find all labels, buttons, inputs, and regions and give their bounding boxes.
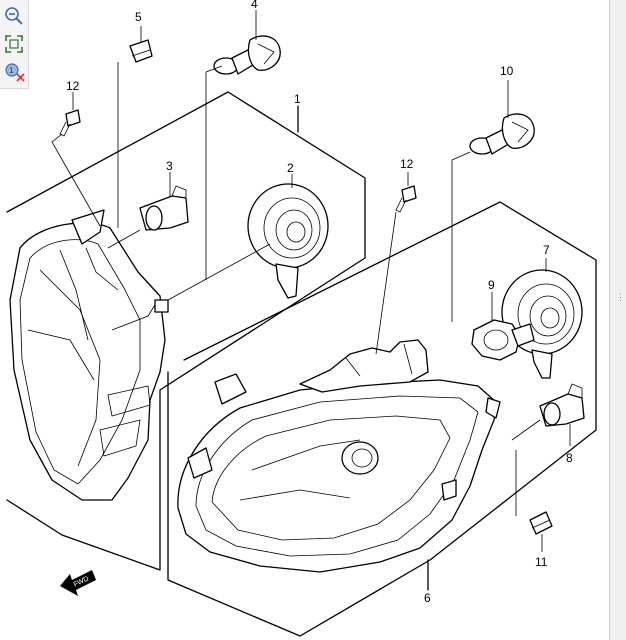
socket-8 [511, 383, 585, 516]
viewer-toolbar: 1 [0, 0, 29, 89]
reflector-cap-7 [501, 258, 583, 379]
callout-4: 4 [251, 0, 258, 11]
callout-3: 3 [166, 159, 173, 173]
right-assembly-outline [167, 201, 597, 637]
callout-6: 6 [424, 591, 431, 605]
zoom-reset-icon: 1 [5, 63, 25, 82]
callout-10: 10 [500, 64, 514, 78]
callout-9: 9 [488, 278, 495, 292]
callout-12-right: 12 [400, 157, 414, 171]
callout-11: 11 [535, 555, 548, 569]
callout-2: 2 [287, 161, 294, 175]
magnifier-minus-icon [5, 7, 23, 25]
callout-5: 5 [135, 10, 142, 24]
fwd-arrow-icon: FWD [60, 570, 96, 596]
screw-12-left [51, 92, 101, 227]
scroll-grip-icon[interactable]: ⋮ [616, 292, 625, 302]
bulb-5 [117, 26, 153, 228]
right-headlight-housing [177, 339, 501, 573]
callout-12-left: 12 [66, 79, 80, 93]
svg-text:1: 1 [9, 66, 14, 75]
callout-7: 7 [543, 243, 550, 257]
callout-8: 8 [566, 451, 573, 465]
bulb-11 [529, 511, 553, 552]
reflector-cap-2 [167, 174, 329, 301]
left-assembly-outline [6, 91, 366, 571]
zoom-out-button[interactable] [4, 6, 24, 26]
screw-12-right [375, 172, 417, 355]
fit-page-button[interactable] [4, 34, 24, 54]
callout-1: 1 [294, 92, 301, 106]
vertical-scrollbar[interactable]: ⋮ [609, 0, 626, 640]
left-headlight-housing [9, 209, 169, 501]
socket-3 [107, 172, 189, 249]
socket-9 [471, 292, 535, 361]
bulb-4 [205, 10, 281, 280]
callout-labels: 1 2 3 4 5 6 7 8 9 10 11 12 12 [66, 0, 573, 605]
bulb-10 [451, 80, 535, 322]
reset-zoom-button[interactable]: 1 [4, 62, 25, 82]
fit-to-page-icon [5, 35, 23, 53]
